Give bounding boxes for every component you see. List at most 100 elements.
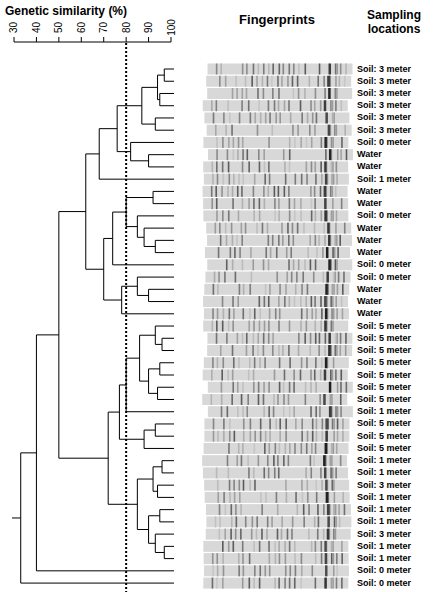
- gel-band: [331, 541, 333, 552]
- gel-band: [336, 308, 338, 319]
- gel-band: [303, 516, 305, 527]
- gel-band: [219, 504, 221, 515]
- gel-band: [238, 553, 240, 564]
- axis-tick-label: 60: [76, 21, 87, 32]
- gel-band: [337, 284, 339, 295]
- gel-band: [319, 333, 321, 344]
- gel-band: [340, 455, 342, 466]
- gel-band: [249, 357, 251, 368]
- gel-band: [324, 88, 326, 99]
- gel-lane: [203, 161, 348, 172]
- dendrogram-branch: [21, 583, 174, 584]
- gel-band: [267, 516, 269, 527]
- gel-lane: [203, 467, 348, 478]
- gel-band: [293, 235, 295, 246]
- gel-band: [268, 406, 270, 417]
- gel-band: [293, 406, 295, 417]
- sample-label: Soil: 1 meter: [357, 492, 411, 503]
- gel-band: [296, 272, 298, 283]
- gel-band: [324, 210, 327, 221]
- gel-band: [233, 174, 235, 185]
- gel-band: [293, 259, 295, 270]
- gel-band: [321, 357, 323, 368]
- axis-tick: [126, 37, 127, 42]
- gel-band: [341, 553, 343, 564]
- sample-label: Soil: 0 meter: [357, 272, 411, 283]
- gel-band: [315, 235, 317, 246]
- gel-lane: [203, 296, 348, 307]
- gel-band: [333, 480, 335, 491]
- dendrogram-branch: [144, 448, 174, 449]
- gel-band: [263, 382, 265, 393]
- gel-band: [306, 480, 308, 491]
- sample-label: Soil: 0 meter: [357, 565, 411, 576]
- dendrogram-branch: [153, 203, 174, 204]
- gel-band: [267, 223, 269, 234]
- gel-lane: [206, 529, 351, 540]
- gel-band: [336, 125, 338, 136]
- gel-band: [311, 137, 313, 148]
- gel-band: [283, 382, 285, 393]
- gel-lane: [207, 125, 352, 136]
- sample-label: Soil: 0 meter: [357, 578, 411, 589]
- gel-band: [295, 174, 297, 185]
- gel-band: [335, 76, 337, 87]
- gel-band: [231, 125, 233, 136]
- gel-lane: [203, 210, 348, 221]
- gel-band: [263, 186, 265, 197]
- dendrogram-branch: [113, 212, 126, 213]
- gel-band: [212, 308, 214, 319]
- gel-band: [216, 333, 218, 344]
- dendrogram-branch: [122, 313, 174, 314]
- gel-band: [306, 174, 308, 185]
- dendrogram-branch: [144, 430, 155, 431]
- gel-band: [233, 480, 235, 491]
- gel-band: [285, 418, 287, 429]
- gel-band: [225, 223, 227, 234]
- gel-band: [284, 186, 286, 197]
- gel-band: [246, 333, 248, 344]
- gel-band: [301, 553, 303, 564]
- gel-band: [324, 345, 326, 356]
- gel-lane: [208, 149, 353, 160]
- gel-band: [253, 382, 255, 393]
- gel-band: [321, 308, 323, 319]
- gel-lane: [208, 382, 353, 393]
- gel-band: [339, 345, 341, 356]
- gel-band: [323, 272, 325, 283]
- gel-band: [269, 284, 271, 295]
- gel-band: [301, 443, 303, 454]
- gel-band: [241, 235, 243, 246]
- dendrogram-branch: [59, 458, 108, 459]
- dendrogram-branch: [153, 491, 157, 492]
- gel-band: [279, 64, 281, 75]
- gel-band: [324, 198, 327, 209]
- gel-band: [232, 345, 234, 356]
- gel-band: [225, 504, 227, 515]
- gel-band: [211, 394, 213, 405]
- gel-band: [222, 553, 224, 564]
- gel-band: [275, 443, 277, 454]
- sample-label: Water: [357, 296, 382, 307]
- gel-band: [294, 210, 296, 221]
- gel-band: [241, 223, 243, 234]
- sample-label: Soil: 5 meter: [357, 382, 411, 393]
- gel-band: [219, 529, 221, 540]
- gel-band: [336, 210, 338, 221]
- gel-band: [227, 370, 229, 381]
- gel-band: [324, 100, 327, 111]
- gel-band: [334, 345, 336, 356]
- dendrogram-branch: [155, 534, 174, 535]
- gel-band: [272, 88, 274, 99]
- gel-band: [278, 198, 280, 209]
- gel-band: [318, 516, 320, 527]
- gel-band: [292, 76, 294, 87]
- gel-band: [331, 553, 333, 564]
- gel-band: [274, 541, 276, 552]
- gel-band: [294, 541, 296, 552]
- gel-band: [217, 174, 219, 185]
- gel-band: [218, 247, 220, 258]
- gel-band: [254, 308, 256, 319]
- gel-band: [234, 492, 236, 503]
